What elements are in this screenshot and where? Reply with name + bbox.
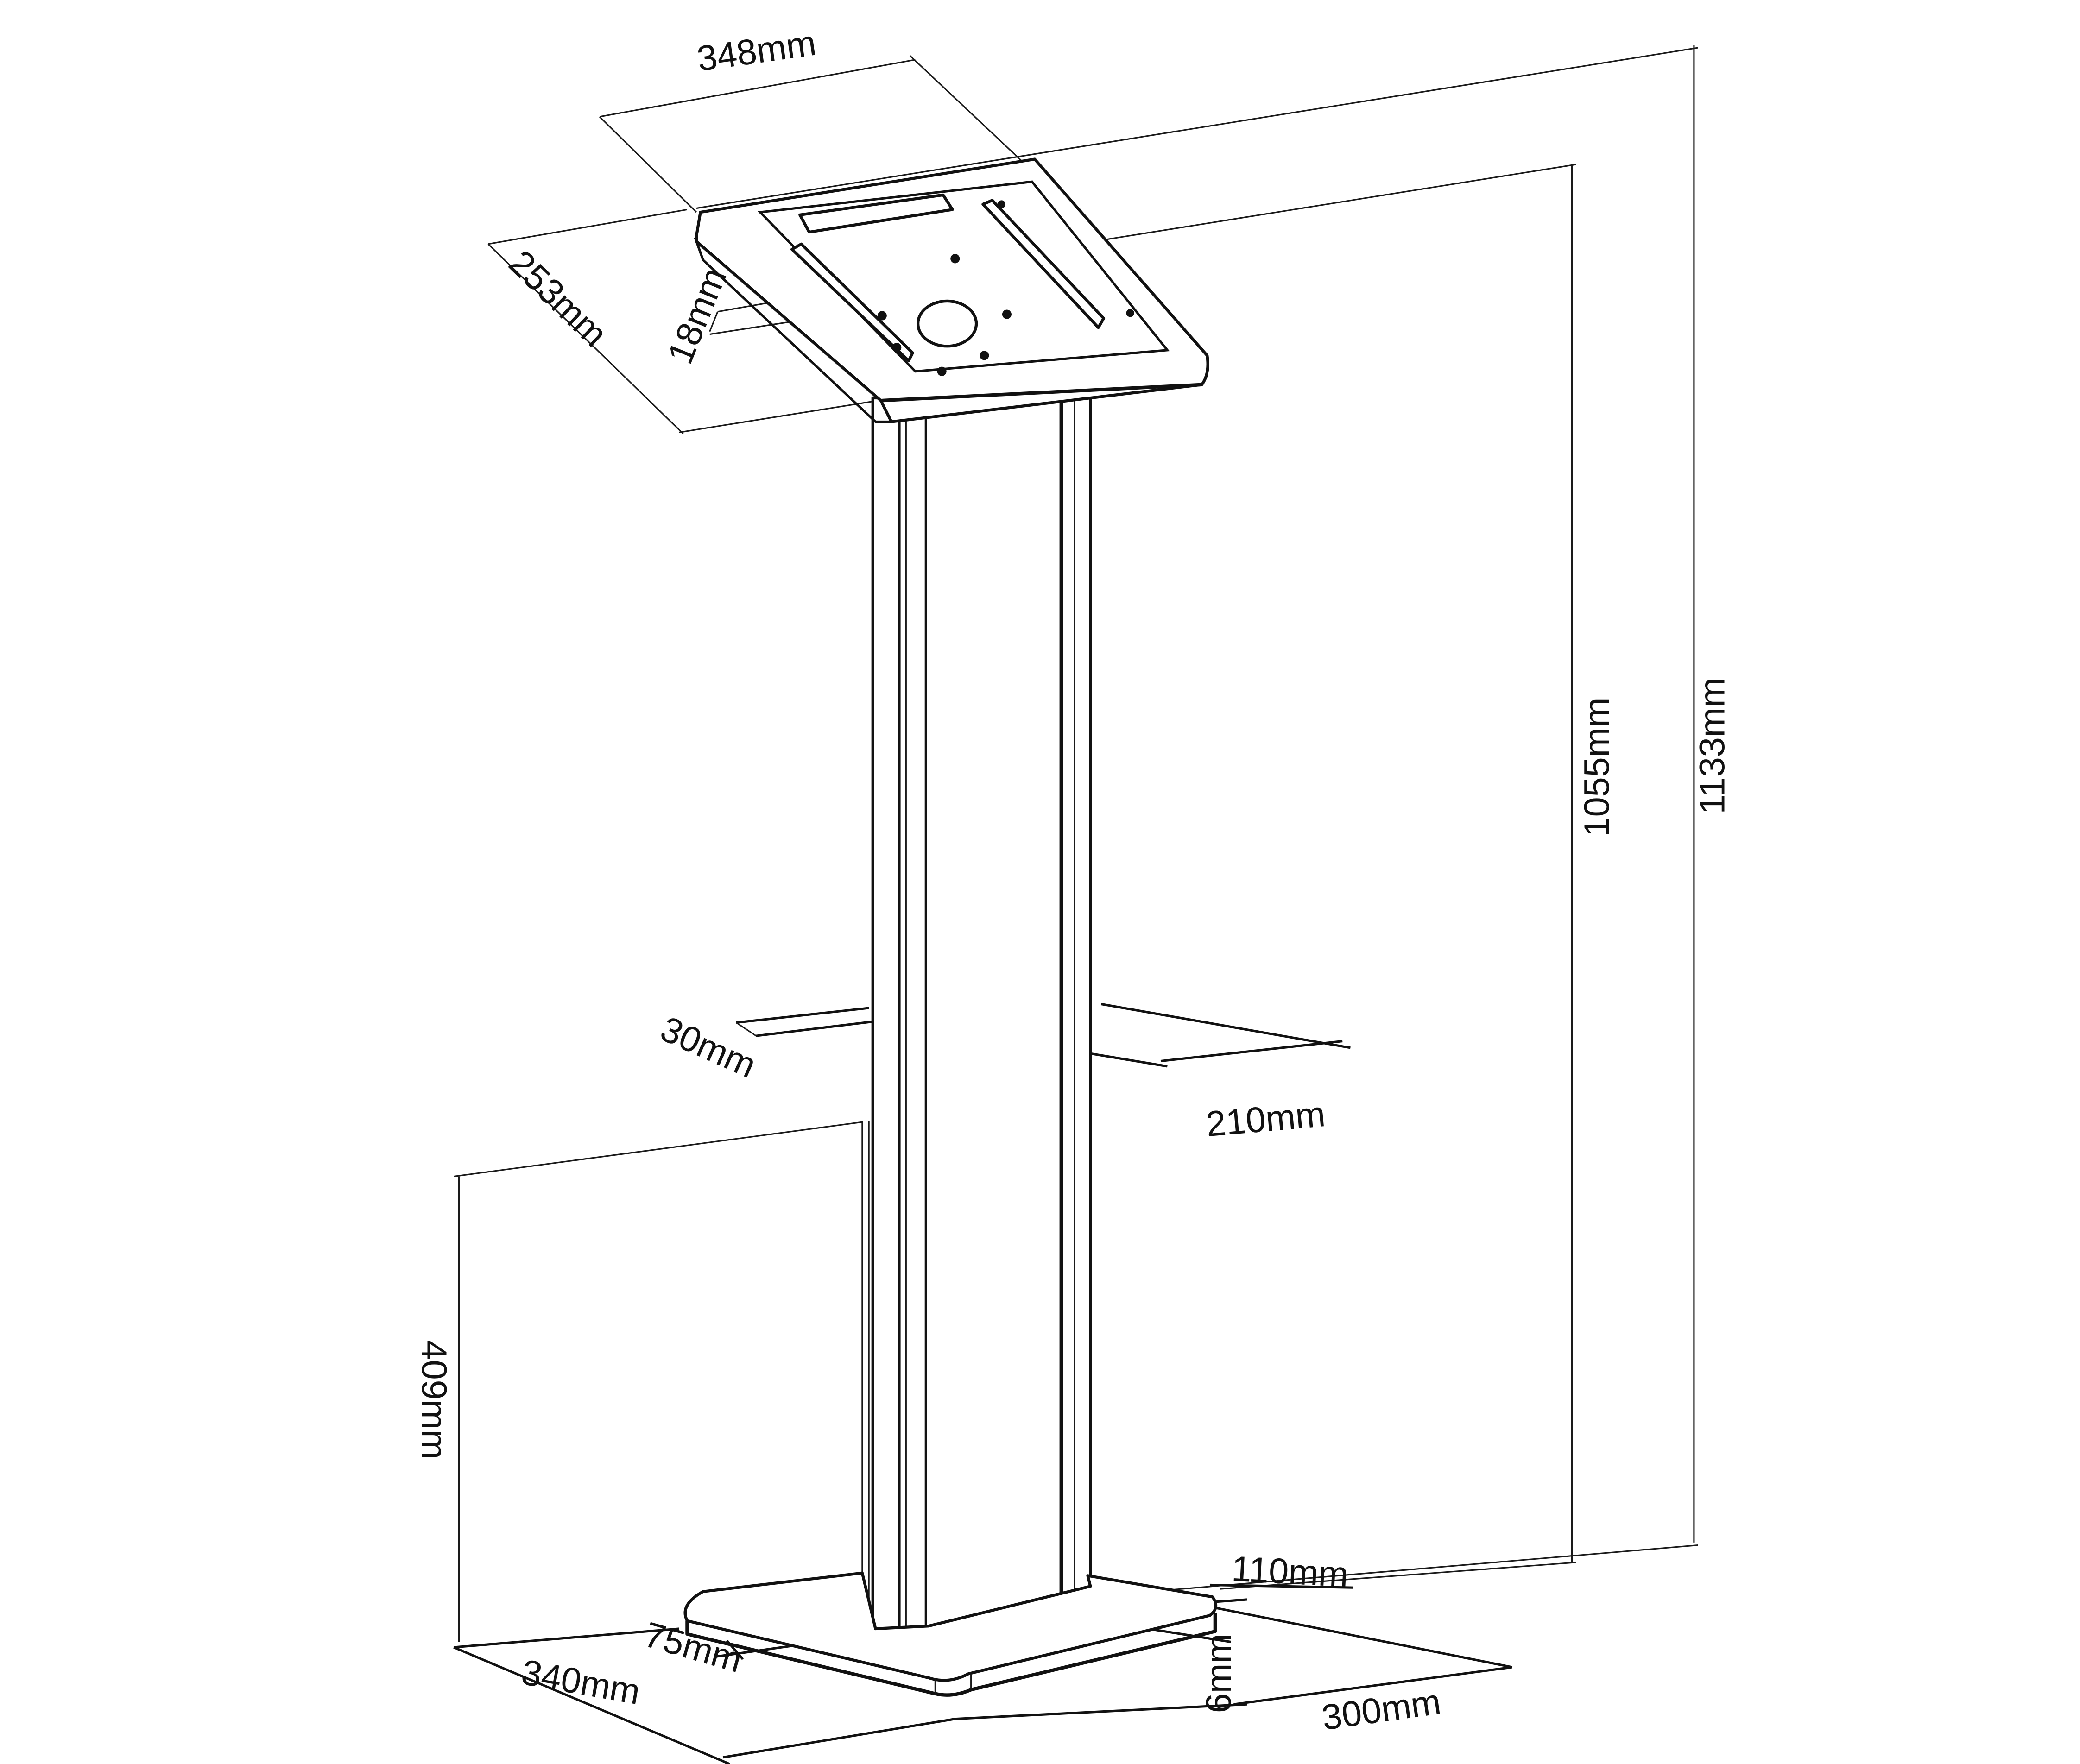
label-base-thickness: 6mm bbox=[1199, 1633, 1239, 1713]
label-total-height: 1133mm bbox=[1693, 678, 1732, 814]
label-column-width: 210mm bbox=[1204, 1094, 1327, 1144]
label-head-width: 348mm bbox=[695, 23, 818, 79]
dimension-lines bbox=[453, 45, 1698, 1764]
label-base-depth: 340mm bbox=[518, 1652, 643, 1712]
label-base-front-offset: 110mm bbox=[1231, 1549, 1349, 1595]
base-plate bbox=[683, 1571, 1218, 1697]
label-head-depth: 253mm bbox=[501, 243, 615, 354]
label-cable-cover-height: 409mm bbox=[414, 1340, 454, 1460]
tablet-enclosure bbox=[694, 158, 1209, 423]
label-head-height: 1055mm bbox=[1577, 698, 1617, 837]
label-head-thickness: 18mm bbox=[660, 262, 734, 369]
column bbox=[861, 391, 1092, 1633]
